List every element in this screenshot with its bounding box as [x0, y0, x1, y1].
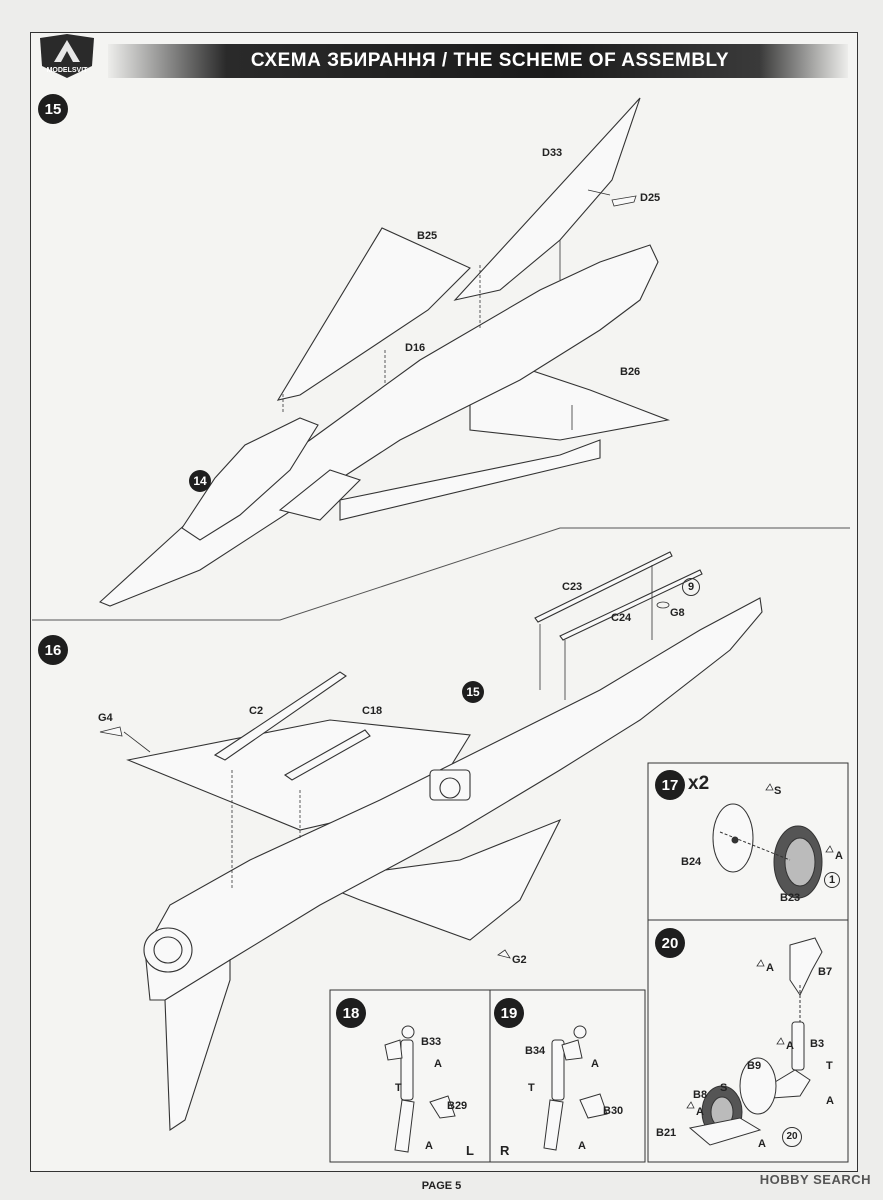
part-c2: C2: [249, 705, 264, 717]
page-number: PAGE 5: [421, 1180, 462, 1192]
right-side-label: R: [500, 1143, 510, 1158]
part-b21: B21: [656, 1127, 677, 1139]
aircraft-top-view: [98, 97, 671, 607]
part-b29: B29: [447, 1100, 468, 1112]
part-c18: C18: [362, 705, 383, 717]
step-16-badge: 16: [38, 635, 68, 665]
marker-a-b7: A: [766, 962, 774, 974]
part-b25: B25: [417, 230, 438, 242]
marker-t-18: T: [395, 1082, 402, 1094]
marker-a-b8: A: [696, 1106, 704, 1118]
part-d16: D16: [405, 342, 426, 354]
marker-s-17: S: [774, 785, 782, 797]
step-15-badge: 15: [38, 94, 68, 124]
marker-s-20: S: [720, 1082, 728, 1094]
part-b3: B3: [810, 1038, 825, 1050]
step-17-badge: 17: [655, 770, 685, 800]
marker-a-18b: A: [425, 1140, 433, 1152]
part-c23: C23: [562, 581, 583, 593]
watermark: HOBBY SEARCH: [759, 1172, 871, 1187]
part-b9: B9: [747, 1060, 762, 1072]
marker-a-17: A: [835, 850, 843, 862]
marker-9: 9: [682, 578, 700, 596]
marker-20: 20: [782, 1127, 802, 1147]
step-15-ref-badge: 15: [462, 681, 484, 703]
part-d33: D33: [542, 147, 563, 159]
left-side-label: L: [466, 1143, 474, 1158]
part-c24: C24: [611, 612, 632, 624]
marker-a-18: A: [434, 1058, 442, 1070]
part-g4: G4: [98, 712, 113, 724]
marker-a-20: A: [826, 1095, 834, 1107]
part-b7: B7: [818, 966, 833, 978]
part-g8: G8: [670, 607, 685, 619]
part-b34: B34: [525, 1045, 546, 1057]
marker-a-19: A: [591, 1058, 599, 1070]
step-18-badge: 18: [336, 998, 366, 1028]
marker-1: 1: [824, 872, 840, 888]
step-20-badge: 20: [655, 928, 685, 958]
step-14-badge: 14: [189, 470, 211, 492]
part-d25: D25: [640, 192, 661, 204]
part-g2: G2: [512, 954, 527, 966]
part-b33: B33: [421, 1036, 442, 1048]
marker-a-19b: A: [578, 1140, 586, 1152]
part-b30: B30: [603, 1105, 624, 1117]
part-b8: B8: [693, 1089, 708, 1101]
marker-t-19: T: [528, 1082, 535, 1094]
logo-text: MODELSVIT: [47, 67, 89, 74]
part-b23: B23: [780, 892, 801, 904]
page-title: СХЕМА ЗБИРАННЯ / THE SCHEME OF ASSEMBLY: [250, 50, 730, 71]
marker-t-20: T: [826, 1060, 833, 1072]
part-b24: B24: [681, 856, 702, 868]
header-bar: [108, 44, 848, 78]
aircraft-bottom-view: [126, 551, 763, 1132]
modelsvit-logo: MODELSVIT: [40, 34, 94, 78]
marker-a-b21: A: [758, 1138, 766, 1150]
step-17-multiplier: x2: [688, 773, 710, 794]
step-19-badge: 19: [494, 998, 524, 1028]
marker-a-b3: A: [786, 1040, 794, 1052]
part-b26: B26: [620, 366, 641, 378]
